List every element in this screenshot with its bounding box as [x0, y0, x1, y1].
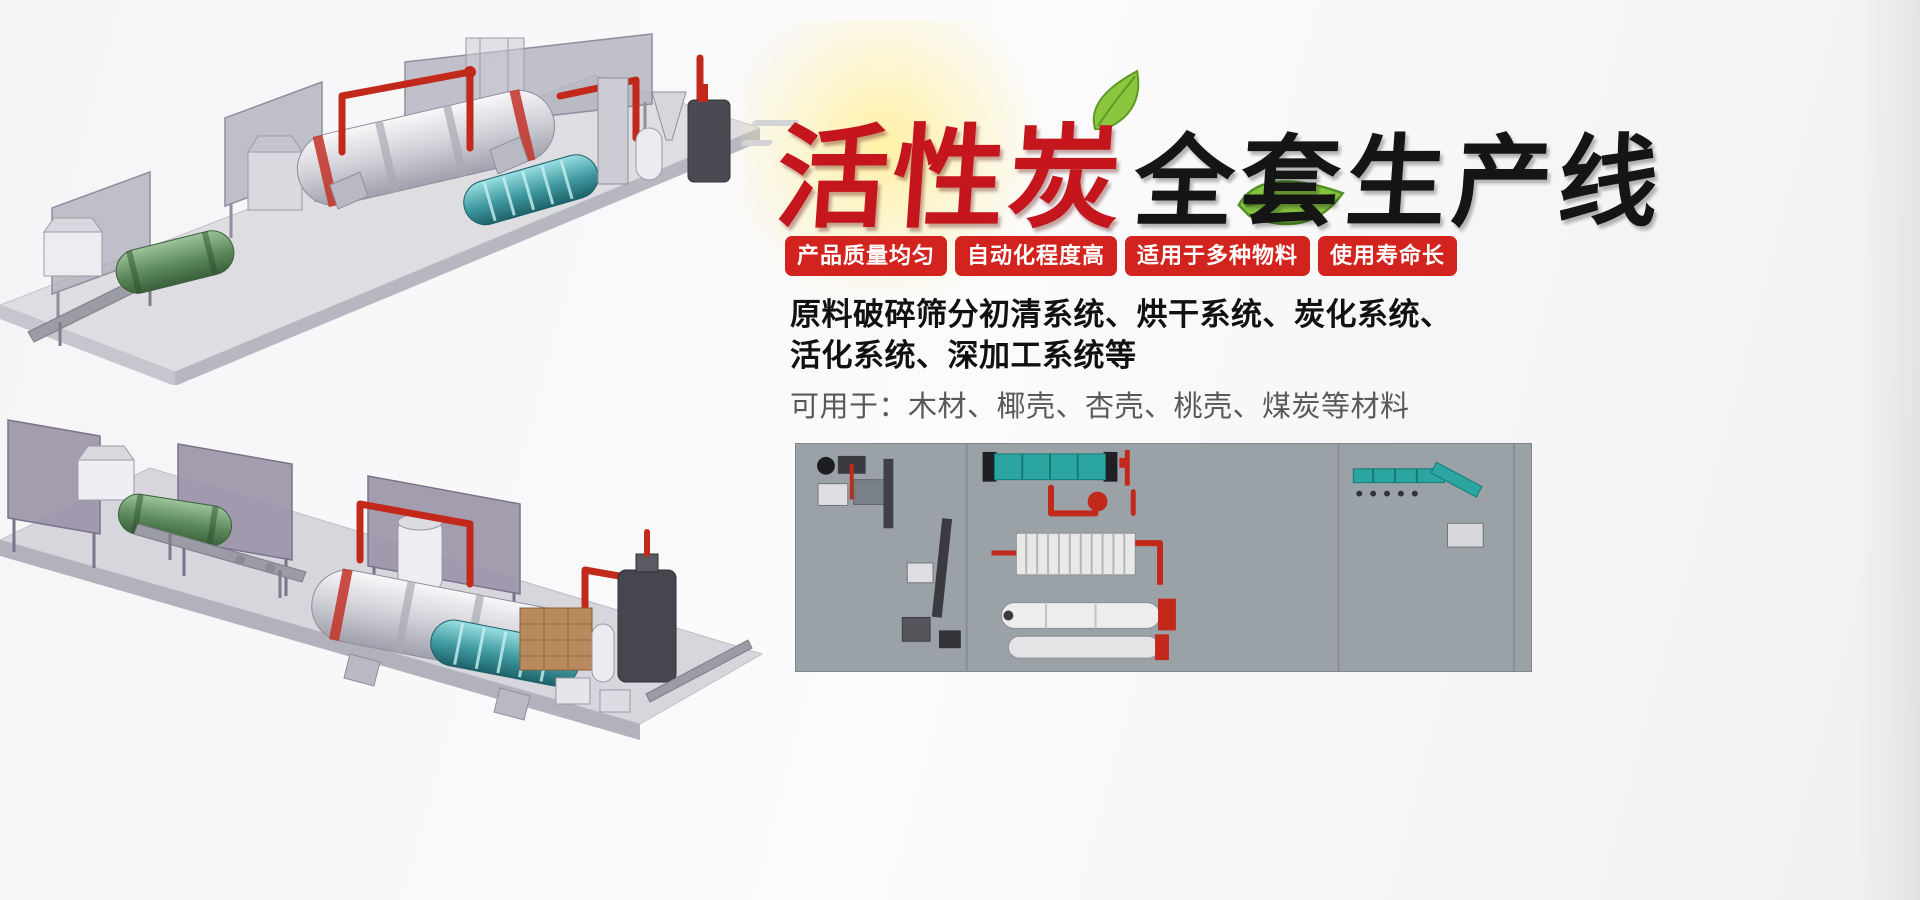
vertical-elevator [883, 458, 953, 618]
banner-title: 活性炭全套生产线 [772, 88, 1668, 241]
pipe-elbow [464, 66, 476, 78]
dark-activation-tank [591, 529, 677, 683]
leaf-icon [1237, 180, 1345, 226]
production-line-render-top [0, 33, 762, 385]
title-red-text: 活性炭 [772, 116, 1129, 241]
second-drum-plan [1007, 634, 1169, 661]
red-piping-center [1048, 484, 1136, 517]
layout-plan-panel [795, 443, 1532, 672]
system-description: 原料破碎筛分初清系统、烘干系统、炭化系统、 活化系统、深加工系统等 [790, 294, 1550, 376]
vertical-tank [397, 513, 443, 591]
badge-lifespan: 使用寿命长 [1318, 236, 1458, 276]
badge-automation: 自动化程度高 [955, 236, 1118, 276]
dark-boxes-bottom [901, 562, 961, 649]
transfer-conveyor [133, 523, 307, 598]
applicable-materials: 可用于：木材、椰壳、杏壳、桃壳、煤炭等材料 [790, 391, 1410, 423]
badge-materials: 适用于多种物料 [1125, 236, 1311, 276]
panel-seams [965, 444, 1515, 671]
crusher-unit [247, 135, 303, 211]
production-line-layout-plan [798, 444, 1529, 671]
teal-cooling-drum [463, 154, 599, 226]
green-screening-drum [115, 230, 235, 295]
badge-quality: 产品质量均匀 [785, 236, 948, 276]
right-packaging-conveyors [1352, 461, 1484, 548]
system-description-line2: 活化系统、深加工系统等 [790, 338, 1137, 373]
feed-hopper [77, 445, 135, 501]
title-black-text: 全套生产线 [1130, 127, 1669, 239]
feeder-cluster [817, 455, 889, 506]
teal-drum-top [982, 449, 1130, 486]
long-drum-plan [1000, 598, 1176, 631]
feed-hopper [43, 217, 103, 277]
drum-stands [343, 653, 531, 721]
furnace-and-cyclones [597, 77, 731, 185]
description-block: 原料破碎筛分初清系统、烘干系统、炭化系统、 活化系统、深加工系统等 可用于：木材… [790, 294, 1550, 424]
brick-carbonization-furnace [519, 607, 593, 671]
system-description-line1: 原料破碎筛分初清系统、烘干系统、炭化系统、 [790, 297, 1452, 332]
finned-heat-exchanger [991, 532, 1164, 585]
discharge-boxes [555, 639, 753, 713]
feature-badges: 产品质量均匀 自动化程度高 适用于多种物料 使用寿命长 [785, 236, 1458, 276]
production-line-render-bottom [0, 419, 764, 740]
leaf-icon [1092, 69, 1140, 131]
drum-stands [329, 136, 529, 210]
